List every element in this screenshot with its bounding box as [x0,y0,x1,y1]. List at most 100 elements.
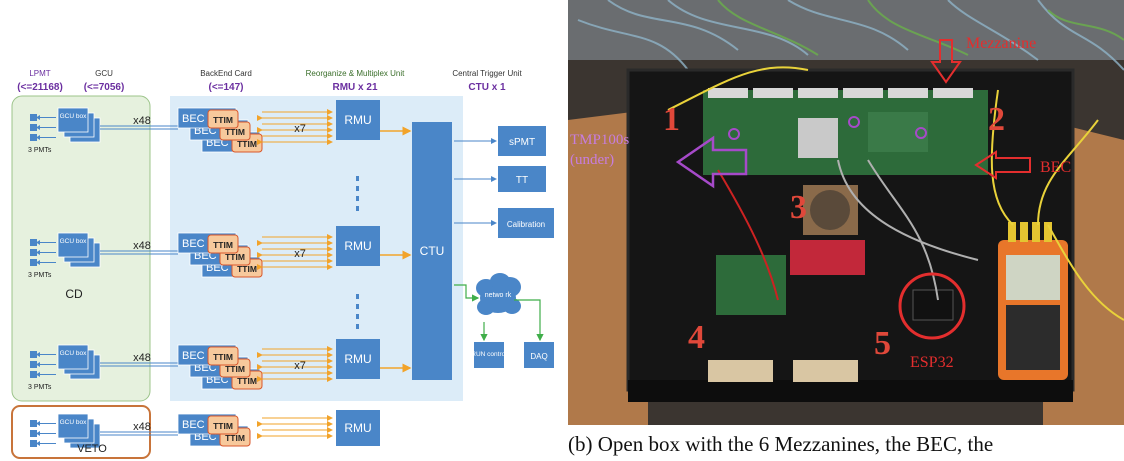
ttim-label: TTIM [237,264,257,274]
pmt-icon [30,371,37,378]
esp32-board [912,289,954,321]
cd-label: CD [65,287,83,301]
mezzanine-arrow [930,39,962,84]
bec-label: BEC [182,419,205,431]
ttim-label: TTIM [213,352,233,362]
number-2: 2 [988,101,1005,138]
number-4: 4 [688,319,705,356]
x48-label: x48 [133,421,151,433]
number-3: 3 [790,189,807,226]
rmu-box [336,339,380,379]
bec-label: BEC [182,350,205,362]
rmu-label: RMU [344,113,371,127]
pmts-label: 3 PMTs [28,272,52,279]
gcu-box-label: GCU box [60,238,87,245]
ttim-label: TTIM [237,139,257,149]
run-control-box [474,342,504,368]
small-board [716,255,786,315]
tmp100-marker-3 [915,127,927,139]
rmu-label: RMU [344,352,371,366]
tmp100-marker-2 [848,116,860,128]
readout-block-diagram: LPMT (<=21168) GCU (<=7056) BackEnd Card… [11,69,554,459]
rmu-box [336,226,380,266]
calibration-box [498,208,554,238]
ttim-box [207,346,239,366]
gcu-box-label: GCU box [60,419,87,426]
gcu-box [57,344,89,370]
rmu-ellipsis-lower [356,294,359,329]
tt-label: TT [516,175,528,186]
mezzanine-label: Mezzanine [966,35,1036,52]
ttim-label: TTIM [225,127,245,137]
pmts-label: 3 PMTs [28,147,52,154]
ctu-count: CTU x 1 [468,82,506,93]
ttim-label: TTIM [213,421,233,431]
daq-box [524,342,554,368]
figure-caption: (b) Open box with the 6 Mezzanines, the … [568,432,994,456]
pmt-icon [30,351,37,358]
pmt-icon [30,361,37,368]
pmt-icon [30,420,37,427]
gcu-box [57,413,89,439]
x48-label: x48 [133,115,151,127]
veto-label: VETO [77,443,107,455]
rmu-count: RMU x 21 [332,82,377,93]
ttim-box [207,415,239,435]
bec-photo-label: BEC [1040,159,1071,176]
pmt-icon [30,440,37,447]
number-1: 1 [663,101,680,138]
tmp100-marker-1 [728,128,740,140]
rmu-box [336,100,380,140]
ttim-label: TTIM [237,376,257,386]
lpmt-header: LPMT [29,69,50,78]
bec-arrow [974,150,1031,180]
lpmt-count: (<=21168) [17,82,63,93]
gcu-box [57,107,89,133]
esp32-label: ESP32 [910,354,954,371]
number-5: 5 [874,325,891,362]
ctu-box [412,122,452,380]
pmt-icon [30,259,37,266]
mezzanine-board [703,90,988,175]
spmt-label: sPMT [509,137,535,148]
ttim-label: TTIM [225,433,245,443]
ctu-label: CTU [420,244,445,258]
ttim-box [207,234,239,254]
calibration-label: Calibration [507,220,545,229]
gcu-box-label: GCU box [60,350,87,357]
ttim-label: TTIM [225,252,245,262]
pmt-icon [30,430,37,437]
x48-label: x48 [133,352,151,364]
gcu-box-label: GCU box [60,113,87,120]
rmu-ellipsis-upper [356,176,359,211]
pmt-icon [30,249,37,256]
bec-label: BEC [182,113,205,125]
ctu-header: Central Trigger Unit [452,69,522,78]
x48-label: x48 [133,240,151,252]
ttim-label: TTIM [225,364,245,374]
network-label: netwo rk [485,292,512,299]
open-box-photo: Mezzanine BEC TMP100s (under) ESP32 1 2 … [568,0,1124,425]
rmu-header: Reorganize & Multiplex Unit [306,69,405,78]
x7-label: x7 [294,360,306,372]
tt-box [498,166,546,192]
pmt-icon [30,239,37,246]
pmts-label: 3 PMTs [28,384,52,391]
rmu-label: RMU [344,239,371,253]
x7-label: x7 [294,248,306,260]
gcu-box [57,232,89,258]
tmp100-under-label: (under) [570,152,614,168]
tmp100-arrow [675,135,748,189]
run-control-label: RUN control [471,351,507,358]
network-cloud [476,273,521,315]
tmp100-label: TMP100s [570,132,629,148]
pmt-icon [30,134,37,141]
power-supply [790,240,865,275]
bec-count: (<=147) [208,82,243,93]
daq-label: DAQ [530,352,547,361]
ttim-box [207,109,239,129]
rmu-label: RMU [344,421,371,435]
ttim-label: TTIM [213,240,233,250]
pmt-icon [30,114,37,121]
pmt-icon [30,124,37,131]
